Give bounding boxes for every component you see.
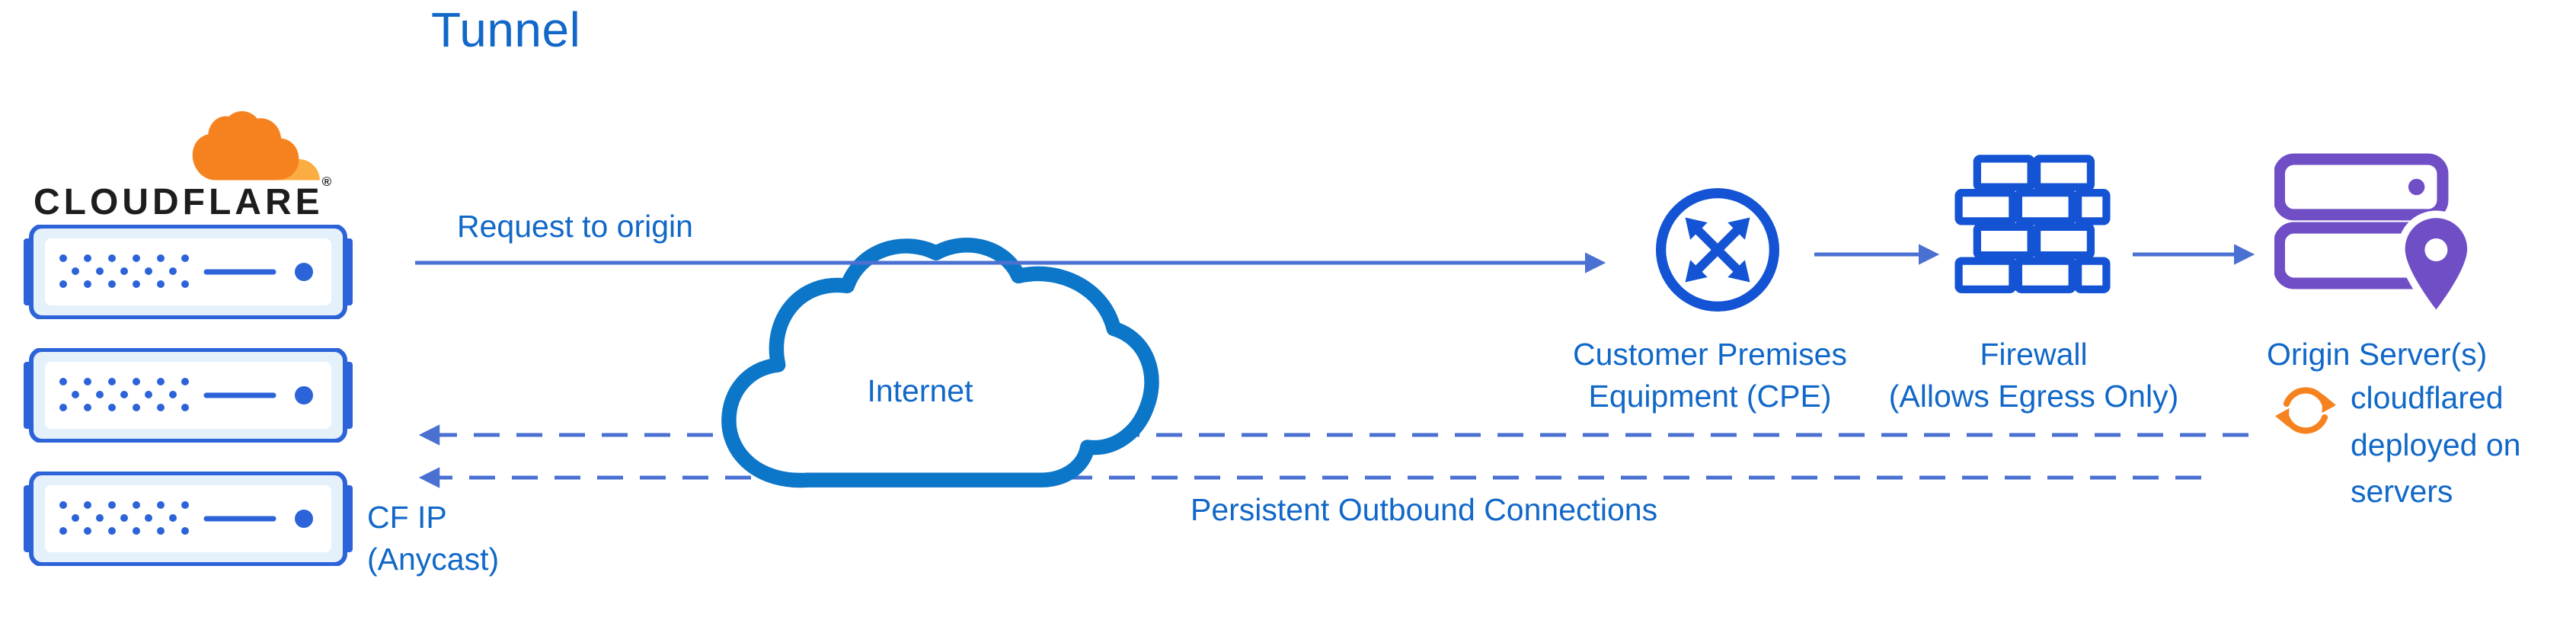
edge-server-icon-2	[23, 348, 353, 443]
cloudflare-logo-cloud	[192, 111, 320, 181]
cpe-router-icon	[1655, 187, 1780, 312]
cloudflare-wordmark: CLOUDFLARE®	[34, 174, 333, 223]
persistent-outbound-label: Persistent Outbound Connections	[1191, 492, 1658, 527]
registered-trademark-symbol: ®	[321, 174, 332, 189]
cf-ip-anycast-label: CF IP (Anycast)	[367, 500, 500, 577]
request-to-origin-label: Request to origin	[457, 209, 693, 244]
cpe-label: Customer Premises Equipment (CPE)	[1573, 337, 1847, 414]
location-pin-icon	[2397, 210, 2475, 316]
origin-server-label: Origin Server(s)	[2267, 337, 2488, 372]
cloudflared-label: cloudflared deployed on servers	[2351, 380, 2521, 509]
firewall-label: Firewall (Allows Egress Only)	[1888, 337, 2179, 414]
cloudflared-sync-icon	[2275, 387, 2336, 434]
internet-cloud-icon	[721, 238, 1159, 488]
edge-server-icon-1	[23, 225, 353, 319]
edge-server-icon-3	[23, 472, 353, 566]
diagram-title: Tunnel	[431, 2, 581, 57]
cloudflare-wordmark-text: CLOUDFLARE	[34, 182, 324, 222]
internet-label: Internet	[867, 373, 973, 408]
firewall-brick-icon	[1954, 155, 2111, 293]
origin-server-icon	[2274, 153, 2475, 316]
